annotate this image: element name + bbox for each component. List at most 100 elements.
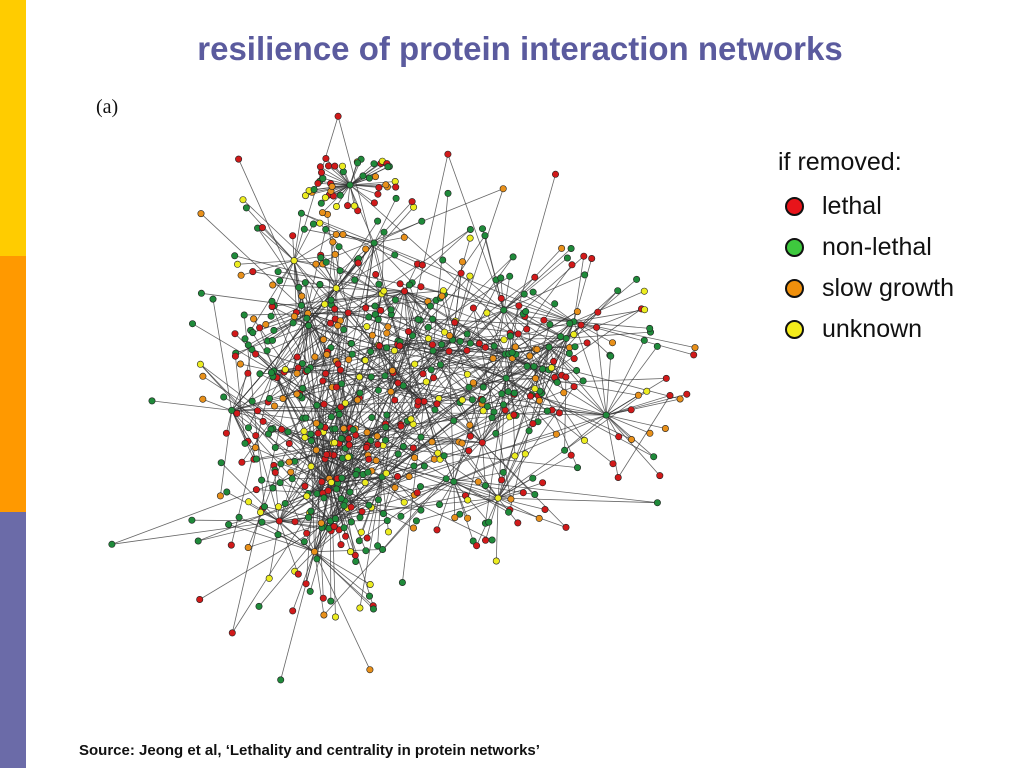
protein-node	[374, 440, 382, 448]
protein-node	[302, 580, 310, 588]
protein-node	[408, 198, 416, 206]
legend-item-slow-growth: slow growth	[778, 268, 954, 309]
protein-node	[290, 257, 298, 265]
protein-node	[405, 281, 413, 289]
protein-node	[384, 528, 392, 536]
protein-node	[550, 357, 558, 365]
protein-node	[317, 169, 325, 177]
protein-node	[422, 378, 430, 386]
protein-node	[392, 194, 400, 202]
protein-node	[633, 275, 641, 283]
protein-node	[244, 341, 252, 349]
protein-node	[346, 488, 354, 496]
protein-node	[383, 411, 391, 419]
protein-node	[379, 510, 387, 518]
protein-node	[237, 271, 245, 279]
protein-node	[331, 162, 339, 170]
protein-node	[662, 374, 670, 382]
protein-node	[409, 524, 417, 532]
protein-node	[523, 362, 531, 370]
protein-node	[531, 490, 539, 498]
protein-node	[463, 370, 471, 378]
protein-node	[240, 311, 248, 319]
legend-label: unknown	[822, 315, 923, 343]
sidebar-stripe-yellow	[0, 0, 26, 256]
protein-node	[271, 468, 279, 476]
protein-node	[299, 384, 307, 392]
protein-node	[285, 439, 293, 447]
protein-node	[271, 402, 279, 410]
protein-node	[466, 226, 474, 234]
protein-node	[387, 306, 395, 314]
protein-node	[363, 323, 371, 331]
protein-node	[523, 325, 531, 333]
protein-node	[641, 306, 649, 314]
protein-node	[434, 449, 442, 457]
protein-node	[643, 387, 651, 395]
protein-node	[456, 510, 464, 518]
protein-node	[508, 349, 516, 357]
protein-node	[108, 540, 116, 548]
protein-node	[332, 383, 340, 391]
protein-node	[492, 557, 500, 565]
legend-label: slow growth	[822, 274, 954, 302]
protein-node	[340, 502, 348, 510]
protein-node	[352, 471, 360, 479]
protein-node	[316, 219, 324, 227]
protein-node	[331, 515, 339, 523]
protein-network-diagram	[108, 112, 699, 684]
protein-node	[436, 361, 444, 369]
protein-node	[481, 482, 489, 490]
protein-node	[327, 296, 335, 304]
protein-node	[551, 170, 559, 178]
protein-node	[634, 391, 642, 399]
protein-node	[256, 370, 264, 378]
protein-node	[570, 330, 578, 338]
protein-node	[356, 604, 364, 612]
protein-node	[196, 360, 204, 368]
legend-item-unknown: unknown	[778, 309, 954, 350]
protein-node	[420, 462, 428, 470]
protein-node	[327, 478, 335, 486]
protein-node	[464, 514, 472, 522]
protein-node	[468, 396, 476, 404]
protein-node	[438, 340, 446, 348]
protein-node	[535, 397, 543, 405]
protein-node	[499, 468, 507, 476]
protein-node	[390, 347, 398, 355]
protein-node	[666, 391, 674, 399]
protein-node	[465, 447, 473, 455]
protein-node	[384, 323, 392, 331]
protein-node	[533, 345, 541, 353]
protein-node	[342, 532, 350, 540]
protein-node	[332, 284, 340, 292]
protein-node	[365, 313, 373, 321]
protein-node	[281, 365, 289, 373]
protein-node	[318, 209, 326, 217]
protein-node	[344, 202, 352, 210]
protein-node	[507, 495, 515, 503]
protein-node	[363, 428, 371, 436]
protein-node	[561, 446, 569, 454]
protein-node	[368, 413, 376, 421]
protein-node	[411, 360, 419, 368]
protein-node	[383, 344, 391, 352]
protein-node	[361, 356, 369, 364]
protein-node	[303, 529, 311, 537]
protein-node	[568, 261, 576, 269]
protein-node	[301, 279, 309, 287]
protein-node	[265, 430, 273, 438]
legend-heading: if removed:	[778, 148, 902, 176]
protein-node	[565, 349, 573, 357]
protein-node	[222, 429, 230, 437]
protein-node	[488, 414, 496, 422]
protein-node	[307, 462, 315, 470]
protein-node	[483, 309, 491, 317]
protein-node	[334, 322, 342, 330]
protein-node	[531, 374, 539, 382]
protein-node	[683, 390, 691, 398]
protein-node	[588, 255, 596, 263]
protein-node	[336, 267, 344, 275]
protein-node	[337, 541, 345, 549]
protein-node	[526, 352, 534, 360]
